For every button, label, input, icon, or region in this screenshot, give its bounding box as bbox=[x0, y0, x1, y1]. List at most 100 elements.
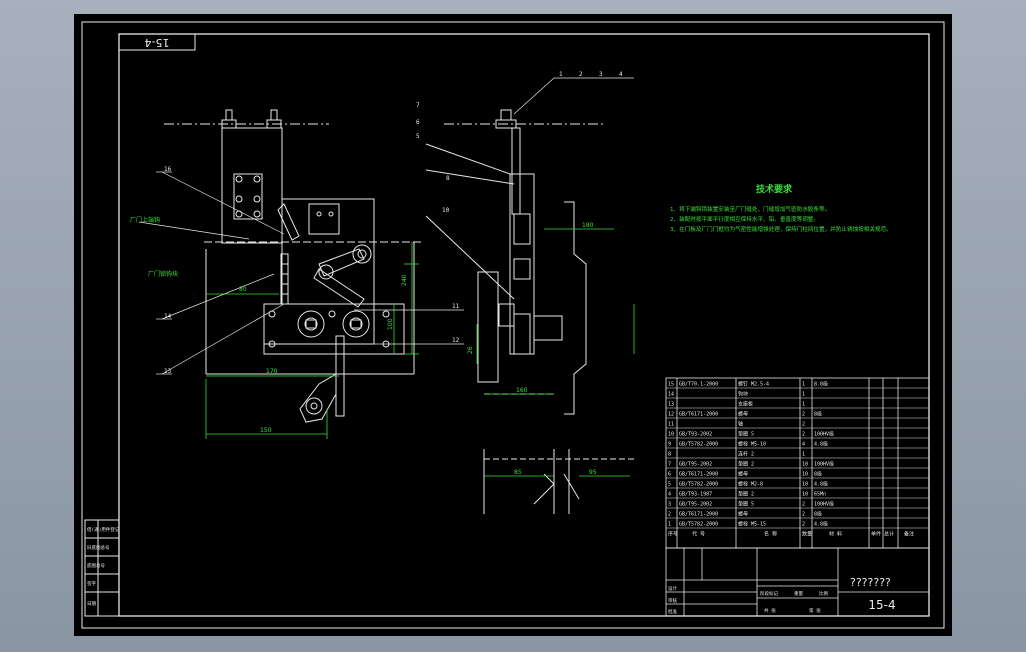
bom-cell-material: 4.8级 bbox=[814, 441, 828, 448]
front-dimensions bbox=[205, 242, 419, 439]
label-door-upper: 厂门上端钩 bbox=[130, 216, 160, 224]
bom-header-no: 序号 bbox=[668, 531, 678, 538]
dim-150: 150 bbox=[260, 427, 272, 434]
bom-cell-name: 螺母 bbox=[738, 411, 748, 418]
bom-cell-qty: 1 bbox=[802, 392, 805, 398]
leader-1: 1 bbox=[559, 71, 563, 78]
top-leaders bbox=[513, 77, 634, 115]
leader-8: 8 bbox=[446, 175, 450, 182]
left-registration-strip: 借(通)用件登记 旧底图总号 底图总号 签字 日期 bbox=[84, 519, 120, 617]
bom-cell-no: 9 bbox=[668, 442, 671, 448]
bom-cell-no: 2 bbox=[668, 512, 671, 518]
bom-cell-no: 6 bbox=[668, 472, 671, 478]
bom-header-mass: 单件 总计 bbox=[871, 531, 894, 538]
bom-cell-name: 连杆 2 bbox=[738, 451, 754, 458]
tb-row-review: 审核 bbox=[668, 597, 677, 604]
bom-cell-qty: 2 bbox=[802, 432, 805, 438]
bom-cell-code: GB/T95-2002 bbox=[679, 462, 712, 468]
bom-cell-material: 100HV级 bbox=[814, 431, 834, 438]
bom-cell-code: GB/T5782-2000 bbox=[679, 522, 718, 528]
side-view bbox=[425, 109, 634, 514]
dim-170: 170 bbox=[266, 368, 278, 375]
bom-cell-code: GB/T70.1-2000 bbox=[679, 382, 718, 388]
leader-5: 5 bbox=[416, 133, 420, 140]
bom-cell-qty: 10 bbox=[802, 492, 808, 498]
tech-note-1: 1、将下端钩锁装置安装至厂门缝处，门缝增加气密防水胶条等。 bbox=[670, 205, 830, 213]
tb-sheets: 共 张 bbox=[764, 607, 776, 614]
bom-cell-material: 8级 bbox=[814, 411, 822, 418]
bom-cell-name: 垫圈 2 bbox=[738, 461, 754, 468]
leader-13: 13 bbox=[164, 368, 172, 375]
strip-text-3: 底图总号 bbox=[87, 562, 105, 569]
dim-85: 85 bbox=[514, 469, 522, 476]
bom-cell-no: 13 bbox=[668, 402, 674, 408]
strip-text-2: 旧底图总号 bbox=[87, 544, 110, 551]
bom-cell-code: GB/T6171-2000 bbox=[679, 512, 718, 518]
cad-drawing: 15-4 借(通)用件登记 旧底图总号 底图总号 签字 日期 bbox=[81, 21, 945, 629]
title-block-number: 15-4 bbox=[868, 598, 895, 612]
bom-cell-no: 5 bbox=[668, 482, 671, 488]
bom-cell-qty: 1 bbox=[802, 382, 805, 388]
bom-cell-no: 15 bbox=[668, 382, 674, 388]
bom-cell-material: 100HV级 bbox=[814, 461, 834, 468]
bom-cell-name: 垫圈 5 bbox=[738, 431, 754, 438]
tb-row-approve: 批准 bbox=[668, 608, 677, 615]
bom-cell-name: 垫圈 5 bbox=[738, 501, 754, 508]
left-leaders bbox=[138, 171, 464, 375]
drawing-sheet[interactable]: 15-4 借(通)用件登记 旧底图总号 底图总号 签字 日期 bbox=[74, 14, 952, 636]
bom-cell-material: 100HV级 bbox=[814, 501, 834, 508]
bom-cell-name: 螺栓 M2-8 bbox=[738, 481, 763, 488]
strip-text-5: 日期 bbox=[87, 601, 96, 607]
bom-cell-code: GB/T93-1987 bbox=[679, 492, 712, 498]
leader-7: 7 bbox=[416, 102, 420, 109]
side-dimensions bbox=[476, 228, 635, 477]
bom-cell-qty: 2 bbox=[802, 502, 805, 508]
bom-cell-no: 4 bbox=[668, 492, 671, 498]
strip-text-1: 借(通)用件登记 bbox=[87, 526, 120, 533]
bom-cell-code: GB/T93-2002 bbox=[679, 432, 712, 438]
bom-cell-name: 螺栓 M5-15 bbox=[738, 521, 766, 528]
tb-sheet: 第 张 bbox=[809, 607, 821, 614]
bom-cell-code: GB/T6171-2000 bbox=[679, 472, 718, 478]
dim-26: 26 bbox=[467, 346, 474, 354]
bom-cell-qty: 1 bbox=[802, 402, 805, 408]
title-block-frame bbox=[665, 547, 930, 617]
dim-180: 180 bbox=[582, 222, 594, 229]
bom-header-remark: 备注 bbox=[904, 531, 914, 538]
strip-text-4: 签字 bbox=[87, 580, 96, 587]
bom-cell-qty: 10 bbox=[802, 482, 808, 488]
tb-row-design: 设计 bbox=[668, 585, 677, 592]
bom-cell-qty: 2 bbox=[802, 512, 805, 518]
bom-cell-code: GB/T5782-2000 bbox=[679, 442, 718, 448]
leader-2: 2 bbox=[579, 71, 583, 78]
bom-cell-code: GB/T5782-2000 bbox=[679, 482, 718, 488]
bom-cell-no: 10 bbox=[668, 432, 674, 438]
drawing-number-mirrored: 15-4 bbox=[145, 36, 170, 49]
dim-80: 80 bbox=[239, 286, 247, 293]
bom-header-code: 代 号 bbox=[692, 531, 705, 538]
bom-cell-code: GB/T6171-2000 bbox=[679, 412, 718, 418]
bom-cell-no: 7 bbox=[668, 462, 671, 468]
bom-cell-material: 8级 bbox=[814, 511, 822, 518]
bom-cell-qty: 4 bbox=[802, 442, 805, 448]
dim-100: 100 bbox=[387, 318, 394, 330]
bom-header-qty: 数量 bbox=[802, 531, 812, 538]
front-view bbox=[164, 109, 424, 423]
bom-cell-qty: 10 bbox=[802, 462, 808, 468]
tb-scale: 比例 bbox=[819, 590, 828, 597]
bom-cell-code: GB/T95-2002 bbox=[679, 502, 712, 508]
bom-cell-name: 支座板 bbox=[738, 401, 753, 408]
bom-cell-name: 垫圈 2 bbox=[738, 491, 754, 498]
bom-cell-name: 钩块 bbox=[738, 391, 748, 398]
leader-10: 10 bbox=[442, 207, 450, 214]
bom-header-name: 名 称 bbox=[764, 531, 777, 538]
bom-cell-qty: 2 bbox=[802, 422, 805, 428]
bom-cell-qty: 2 bbox=[802, 412, 805, 418]
label-door-lower: 厂门锁钩块 bbox=[148, 270, 178, 278]
bom-cell-name: 螺母 bbox=[738, 511, 748, 518]
bom-cell-no: 12 bbox=[668, 412, 674, 418]
tech-notes-heading: 技术要求 bbox=[756, 183, 793, 195]
outer-border bbox=[81, 21, 945, 629]
tb-stage: 阶段标记 bbox=[760, 590, 778, 597]
